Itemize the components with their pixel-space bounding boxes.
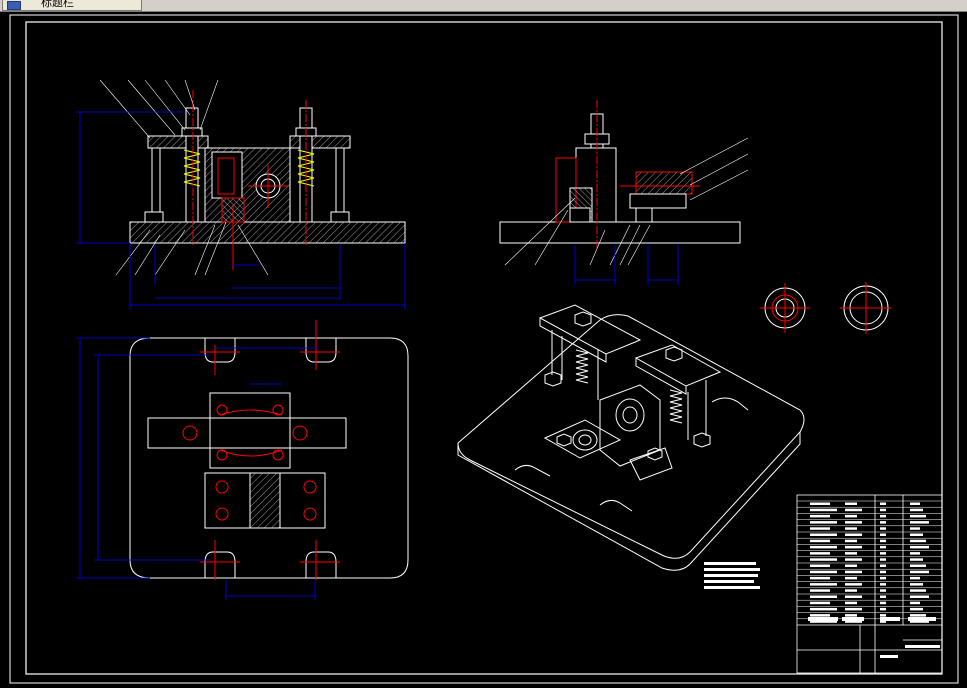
parts-list-cell [880, 514, 886, 518]
parts-list-cell [910, 539, 926, 543]
parts-list-cell [845, 521, 862, 524]
parts-list-cell [910, 508, 923, 512]
parts-list-cell [845, 570, 862, 574]
parts-list-cell [910, 589, 926, 592]
parts-list-cell [845, 607, 862, 611]
parts-list-cell [810, 502, 830, 505]
parts-list-cell [845, 620, 862, 623]
top-view [76, 320, 409, 600]
parts-list-cell [810, 576, 830, 580]
parts-list-cell [910, 521, 929, 524]
parts-list-cell [810, 589, 830, 592]
parts-list-cell [810, 601, 830, 605]
parts-list-cell [880, 552, 886, 555]
parts-list-cell [910, 620, 929, 623]
document-tab[interactable]: 标题栏 [2, 0, 142, 11]
parts-list-cell [810, 552, 830, 555]
front-section-view [76, 79, 406, 310]
technical-notes-block [704, 562, 760, 589]
parts-list-cell [880, 564, 886, 567]
drawing-canvas[interactable] [0, 11, 967, 688]
parts-list-cell [910, 552, 920, 555]
parts-list-cell [845, 601, 857, 605]
parts-list-cell [910, 583, 923, 586]
parts-list-cell [845, 583, 862, 586]
parts-list-cell [810, 514, 830, 518]
parts-list-cell [810, 527, 830, 530]
drawing-frame [9, 14, 959, 684]
parts-list-cell [880, 521, 886, 524]
window-tab-bar: 标题栏 [0, 0, 967, 12]
parts-list-cell [810, 539, 830, 543]
parts-list-cell [810, 533, 837, 536]
parts-list-cell [845, 576, 857, 580]
parts-list-cell [910, 595, 929, 598]
parts-list-cell [810, 558, 837, 561]
parts-list-cell [880, 614, 886, 617]
parts-list-cell [910, 576, 920, 580]
parts-list-cell [845, 614, 857, 617]
parts-list-cell [880, 589, 886, 592]
side-section-view [499, 100, 749, 285]
detail-circles [760, 282, 892, 334]
parts-list-cell [810, 570, 837, 574]
parts-list-cell [845, 558, 862, 561]
parts-list-cell [810, 595, 837, 598]
parts-list-cell [910, 601, 920, 605]
parts-list-cell [910, 570, 929, 574]
parts-list-cell [845, 539, 857, 543]
parts-list-cell [910, 607, 923, 611]
parts-list-cell [845, 502, 857, 505]
parts-list-cell [880, 502, 886, 505]
parts-list-cell [910, 545, 929, 549]
parts-list-cell [810, 521, 837, 524]
parts-list-cell [880, 527, 886, 530]
parts-list-cell [880, 570, 886, 574]
parts-list-cell [810, 583, 837, 586]
drawing-file-icon [7, 1, 21, 10]
parts-list-cell [880, 601, 886, 605]
parts-list-cell [880, 576, 886, 580]
isometric-view [457, 304, 805, 571]
parts-list-cell [910, 614, 926, 617]
parts-list-cell [880, 583, 886, 586]
parts-list-cell [880, 539, 886, 543]
parts-list-cell [845, 595, 862, 598]
parts-list-cell [910, 533, 923, 536]
parts-list-cell [845, 508, 862, 512]
parts-list-cell [810, 545, 837, 549]
parts-list-cell [880, 595, 886, 598]
parts-list-cell [880, 607, 886, 611]
parts-list-cell [845, 545, 862, 549]
parts-list-cell [810, 614, 830, 617]
parts-list-cell [910, 558, 923, 561]
parts-list-cell [880, 508, 886, 512]
parts-list-cell [880, 545, 886, 549]
parts-list-cell [910, 502, 920, 505]
parts-list-cell [845, 527, 857, 530]
parts-list-cell [845, 514, 857, 518]
document-tab-label: 标题栏 [41, 0, 74, 9]
parts-list-cell [910, 527, 920, 530]
parts-list-cell [845, 533, 862, 536]
parts-list-cell [880, 533, 886, 536]
parts-list-cell [845, 564, 857, 567]
parts-list-cell [880, 620, 886, 623]
parts-list-cell [810, 508, 837, 512]
parts-list-cell [845, 589, 857, 592]
parts-list-cell [910, 564, 926, 567]
parts-list-cell [810, 607, 837, 611]
parts-list-cell [910, 514, 926, 518]
parts-list-cell [810, 620, 837, 623]
title-block [796, 494, 943, 674]
parts-list-cell [810, 564, 830, 567]
parts-list-cell [880, 558, 886, 561]
parts-list-cell [845, 552, 857, 555]
